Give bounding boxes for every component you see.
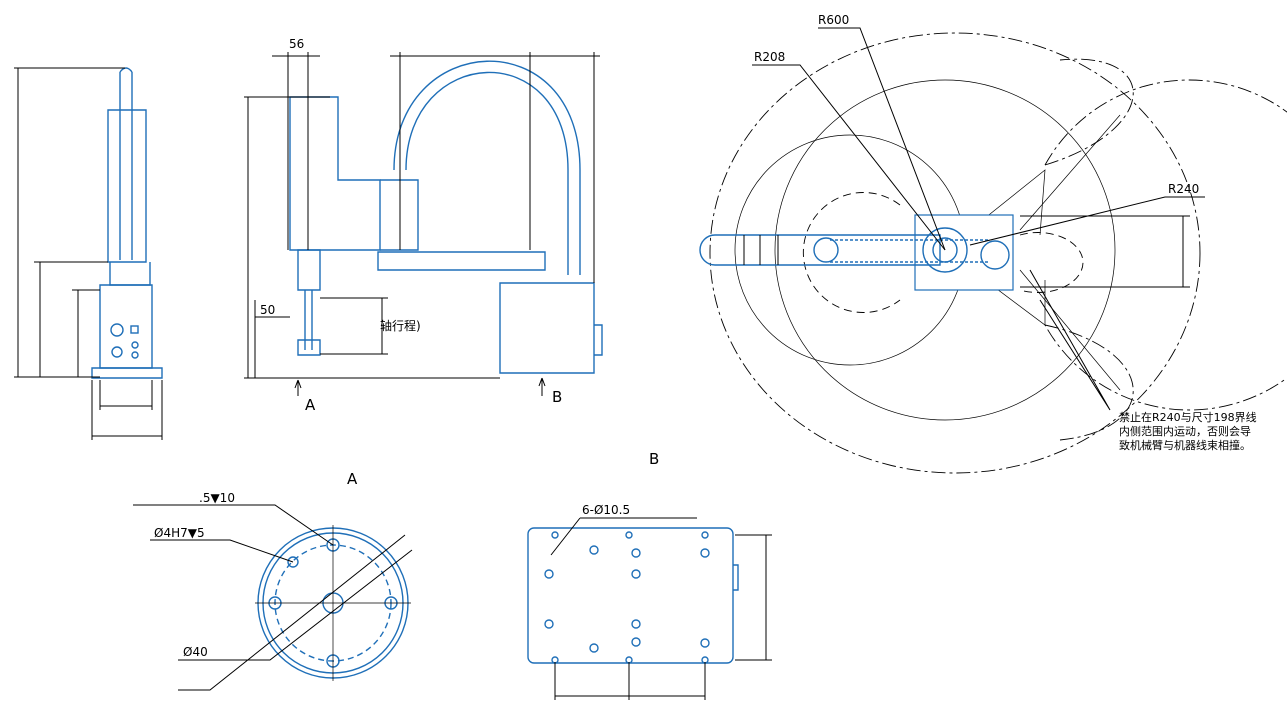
warning-note-line-2: 内侧范围内运动，否则会导: [1119, 424, 1251, 438]
label-50: 50: [260, 303, 275, 317]
arrow-label-b: B: [552, 388, 562, 406]
warning-note-line-1: 禁止在R240与尺寸198界线: [1119, 410, 1257, 424]
label-r600: R600: [818, 13, 849, 27]
mount-holes: [544, 531, 710, 664]
label-holes-6: 6-Ø10.5: [582, 503, 630, 517]
top-view: [699, 27, 1287, 474]
label-r208: R208: [754, 50, 785, 64]
view-a-title: A: [347, 470, 358, 488]
arrow-label-a: A: [305, 396, 316, 414]
label-hole-4h7: Ø4H7▼5: [154, 526, 205, 540]
label-dia-40: Ø40: [183, 645, 208, 659]
front-view: [14, 67, 163, 440]
warning-note-line-3: 致机械臂与机器线束相撞。: [1119, 438, 1251, 452]
side-view: [244, 52, 603, 396]
view-a: [133, 504, 413, 691]
label-56: 56: [289, 37, 304, 51]
view-b: [527, 517, 772, 700]
view-b-title: B: [649, 450, 659, 468]
label-hole-5-10: .5▼10: [199, 491, 235, 505]
label-axis-stroke: 轴行程): [380, 318, 421, 333]
label-r240: R240: [1168, 182, 1199, 196]
